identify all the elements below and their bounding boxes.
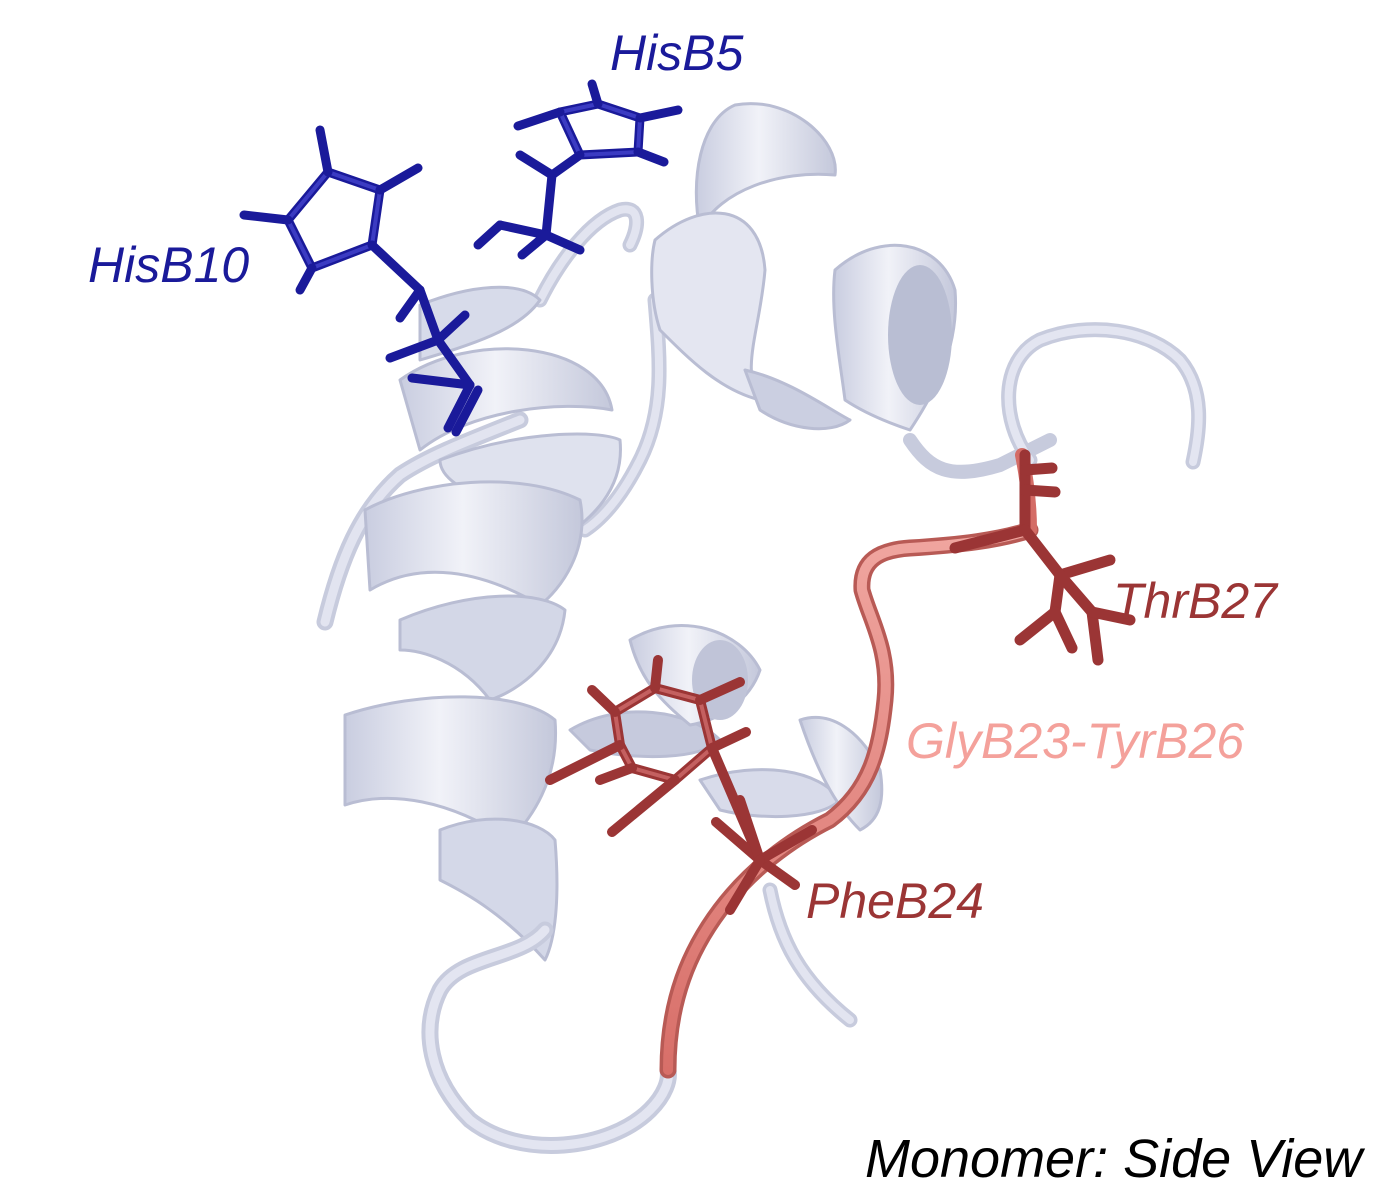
figure-caption: Monomer: Side View	[865, 1129, 1363, 1189]
lower-helix	[568, 624, 884, 832]
label-his-b10: HisB10	[88, 237, 250, 293]
upper-right-helix	[650, 102, 1057, 479]
his-b5-sticks	[473, 79, 683, 260]
label-gly-b23-tyr-b26: GlyB23-TyrB26	[906, 713, 1245, 769]
label-his-b5: HisB5	[610, 25, 744, 81]
label-thr-b27: ThrB27	[1113, 573, 1277, 629]
label-phe-b24: PheB24	[806, 873, 984, 929]
his-b10-sticks	[239, 125, 483, 437]
backbone-ribbon	[316, 102, 1207, 1154]
main-helix	[343, 285, 622, 962]
thr-b27-sticks	[949, 449, 1136, 666]
backbone-coil-top	[532, 201, 644, 308]
phe-b24-sticks	[545, 655, 817, 915]
